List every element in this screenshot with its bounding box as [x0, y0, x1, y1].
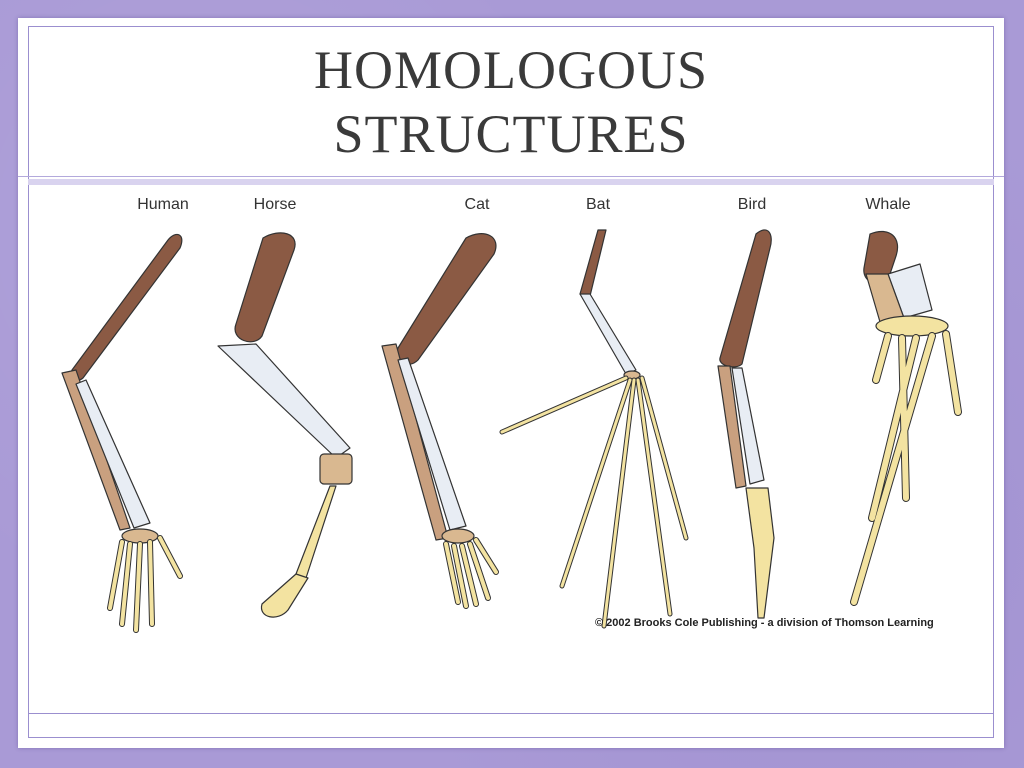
slide: HOMOLOGOUS STRUCTURES Human Horse Cat Ba…	[18, 18, 1004, 748]
bird-forelimb	[717, 229, 775, 619]
label-bird: Bird	[737, 196, 767, 213]
horse-forelimb	[217, 232, 353, 618]
title-divider	[28, 179, 994, 185]
slide-title: HOMOLOGOUS STRUCTURES	[18, 38, 1004, 166]
title-line-1: HOMOLOGOUS	[313, 40, 708, 100]
label-human: Human	[137, 196, 189, 213]
human-forelimb	[61, 233, 183, 633]
whale-forelimb	[850, 230, 962, 606]
label-whale: Whale	[865, 196, 911, 213]
copyright-credit: © 2002 Brooks Cole Publishing - a divisi…	[595, 617, 934, 629]
homologous-limbs-figure	[61, 229, 962, 633]
title-line-2: STRUCTURES	[333, 104, 689, 164]
label-cat: Cat	[464, 196, 490, 213]
label-horse: Horse	[253, 196, 297, 213]
cat-forelimb	[381, 233, 499, 609]
label-bat: Bat	[585, 196, 611, 213]
slide-border	[28, 26, 994, 738]
bottom-divider	[28, 713, 994, 714]
title-area: HOMOLOGOUS STRUCTURES	[18, 18, 1004, 177]
bat-forelimb	[499, 229, 689, 629]
